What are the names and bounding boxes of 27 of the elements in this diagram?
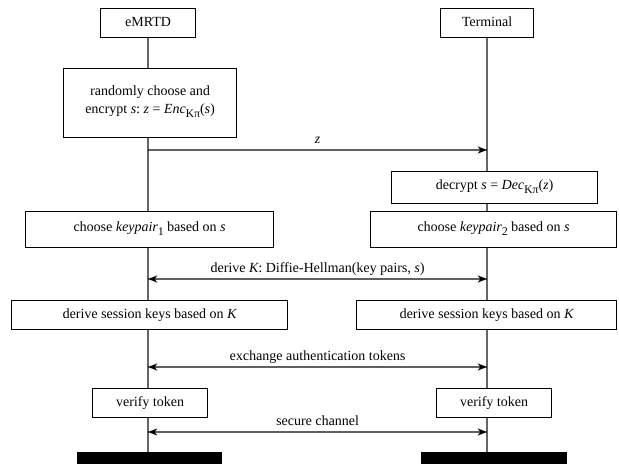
- action-box: verify token: [436, 388, 552, 418]
- action-box: verify token: [92, 388, 208, 418]
- double-arrow: [148, 428, 487, 436]
- action-box: derive session keys based on K: [11, 300, 288, 330]
- lifeline: [147, 138, 149, 211]
- message-arrow: [148, 146, 487, 154]
- lifeline: [486, 248, 488, 300]
- double-arrow: [148, 363, 487, 371]
- participant-box: Terminal: [440, 8, 534, 38]
- action-box: randomly choose and encrypt s: z = Enc$_{Kπ}$(s): [63, 68, 237, 138]
- edge-label: exchange authentication tokens: [228, 349, 408, 365]
- lifeline: [147, 418, 149, 452]
- lifeline: [486, 38, 488, 171]
- action-box: derive session keys based on K: [356, 300, 617, 330]
- lifeline: [147, 38, 149, 68]
- lifeline: [486, 418, 488, 452]
- action-box: choose keypair$_{2}$ based on s: [370, 211, 617, 248]
- action-box: choose keypair$_{1}$ based on s: [25, 211, 274, 248]
- edge-label: derive K: Diffie-Hellman(key pairs, s): [208, 261, 426, 277]
- lifeline-end-bar: [421, 452, 567, 464]
- lifeline: [486, 330, 488, 388]
- double-arrow: [148, 275, 487, 283]
- action-box: decrypt s = Dec$_{Kπ}$(z): [391, 171, 598, 204]
- lifeline: [147, 248, 149, 300]
- lifeline-end-bar: [77, 452, 222, 464]
- lifeline: [147, 330, 149, 388]
- participant-box: eMRTD: [100, 8, 196, 38]
